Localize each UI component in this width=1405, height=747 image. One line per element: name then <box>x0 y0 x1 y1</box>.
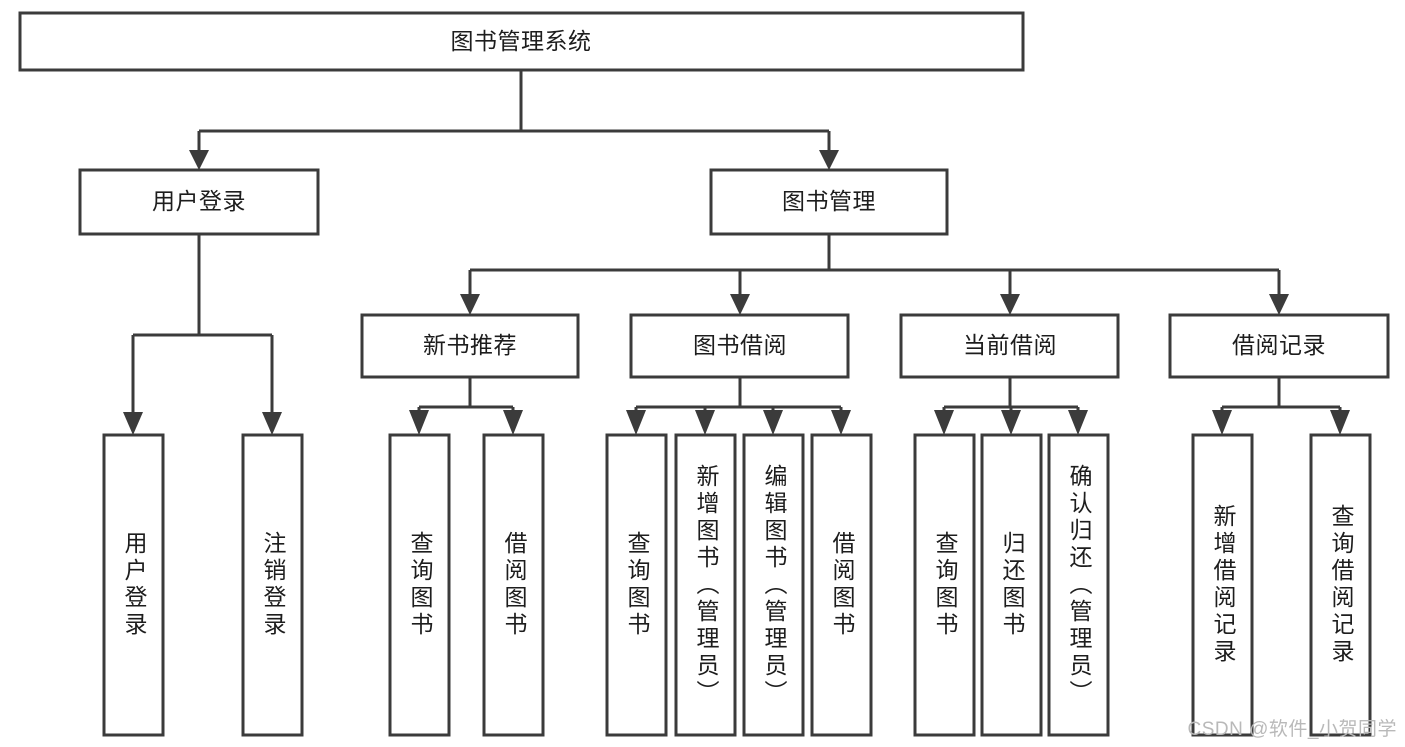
leaf-user-login[interactable]: 用户登录 <box>102 433 165 737</box>
leaf-br-query-record[interactable]: 查询借阅记录 <box>1309 433 1372 737</box>
leaf-cb-return-book[interactable]: 归还图书 <box>980 433 1043 737</box>
leaf-user-login-fo: 用户登录 <box>121 531 147 639</box>
book-management-box[interactable] <box>709 168 949 236</box>
leaf-cb-return-book-fo: 归还图书 <box>999 531 1025 639</box>
leaf-nb-borrow-book[interactable]: 借阅图书 <box>482 433 545 737</box>
leaf-bb-add-book[interactable]: 新增图书（管理员） <box>674 433 737 737</box>
leaf-bb-query-book-label: 查询图书 <box>624 531 650 639</box>
arrowhead-bb-borrow-book <box>831 410 851 435</box>
arrowhead-nb-borrow-book <box>503 410 523 435</box>
leaf-br-add-record-box[interactable] <box>1191 433 1254 737</box>
root-box[interactable] <box>18 11 1025 72</box>
arrowhead-bb-edit-book <box>763 410 783 435</box>
arrowhead-nb-query-book <box>409 410 429 435</box>
leaf-nb-borrow-book-fo: 借阅图书 <box>501 531 527 639</box>
leaf-user-login-box[interactable] <box>102 433 165 737</box>
leaf-bb-edit-book-box[interactable] <box>742 433 805 737</box>
arrowhead-cb-confirm-return <box>1068 410 1088 435</box>
leaf-bb-query-book-box[interactable] <box>605 433 668 737</box>
node-current-borrow[interactable]: 当前借阅 <box>899 313 1120 379</box>
user-login-box[interactable] <box>78 168 320 236</box>
node-book-management[interactable]: 图书管理 <box>709 168 949 236</box>
book-borrow-box[interactable] <box>629 313 850 379</box>
leaf-bb-edit-book-label: 编辑图书（管理员） <box>761 463 787 707</box>
leaf-br-add-record-fo: 新增借阅记录 <box>1210 504 1236 666</box>
user-login-label: 用户登录 <box>152 188 246 214</box>
leaf-logout-label: 注销登录 <box>260 531 286 639</box>
leaf-cb-return-book-label: 归还图书 <box>999 531 1025 639</box>
leaf-cb-query-book-label: 查询图书 <box>932 531 958 639</box>
arrowhead-new-book <box>460 294 480 315</box>
current-borrow-label: 当前借阅 <box>963 332 1057 358</box>
borrow-record-label: 借阅记录 <box>1232 332 1326 358</box>
new-book-recommend-box[interactable] <box>360 313 580 379</box>
node-root-system[interactable]: 图书管理系统 <box>18 11 1025 72</box>
arrowhead-bb-add-book <box>695 410 715 435</box>
arrowhead-book-mgmt <box>819 150 839 170</box>
leaf-cb-confirm-return-fo: 确认归还（管理员） <box>1066 463 1092 707</box>
leaf-bb-borrow-book[interactable]: 借阅图书 <box>810 433 873 737</box>
node-book-borrow[interactable]: 图书借阅 <box>629 313 850 379</box>
leaf-bb-borrow-book-label: 借阅图书 <box>829 531 855 639</box>
leaf-nb-query-book-box[interactable] <box>388 433 451 737</box>
book-borrow-label: 图书借阅 <box>693 332 787 358</box>
node-new-book-recommend[interactable]: 新书推荐 <box>360 313 580 379</box>
leaf-logout-fo: 注销登录 <box>260 531 286 639</box>
leaf-br-add-record-label: 新增借阅记录 <box>1210 504 1236 666</box>
leaf-bb-add-book-fo: 新增图书（管理员） <box>693 463 719 707</box>
arrowhead-bb-query-book <box>626 410 646 435</box>
leaf-cb-return-book-box[interactable] <box>980 433 1043 737</box>
arrowhead-cb-return-book <box>1001 410 1021 435</box>
leaf-cb-query-book-fo: 查询图书 <box>932 531 958 639</box>
leaf-bb-borrow-book-box[interactable] <box>810 433 873 737</box>
leaf-nb-query-book[interactable]: 查询图书 <box>388 433 451 737</box>
leaf-cb-confirm-return-label: 确认归还（管理员） <box>1066 463 1092 707</box>
leaf-cb-query-book-box[interactable] <box>913 433 976 737</box>
leaf-logout[interactable]: 注销登录 <box>241 433 304 737</box>
leaf-bb-edit-book[interactable]: 编辑图书（管理员） <box>742 433 805 737</box>
leaf-bb-add-book-box[interactable] <box>674 433 737 737</box>
arrowhead-br-query-record <box>1330 410 1350 435</box>
node-borrow-record[interactable]: 借阅记录 <box>1168 313 1390 379</box>
new-book-recommend-label: 新书推荐 <box>423 332 517 358</box>
leaf-nb-query-book-fo: 查询图书 <box>407 531 433 639</box>
leaf-bb-add-book-label: 新增图书（管理员） <box>693 463 719 707</box>
leaf-bb-query-book-fo: 查询图书 <box>624 531 650 639</box>
leaf-br-query-record-box[interactable] <box>1309 433 1372 737</box>
leaf-cb-query-book[interactable]: 查询图书 <box>913 433 976 737</box>
leaf-cb-confirm-return-box[interactable] <box>1047 433 1110 737</box>
node-user-login[interactable]: 用户登录 <box>78 168 320 236</box>
leaf-bb-edit-book-fo: 编辑图书（管理员） <box>761 463 787 707</box>
leaf-logout-box[interactable] <box>241 433 304 737</box>
arrowhead-user-login <box>189 150 209 170</box>
leaf-br-query-record-label: 查询借阅记录 <box>1328 504 1354 666</box>
current-borrow-box[interactable] <box>899 313 1120 379</box>
arrowhead-leaf-logout <box>262 412 282 435</box>
leaf-nb-borrow-book-box[interactable] <box>482 433 545 737</box>
book-management-label: 图书管理 <box>782 188 876 214</box>
leaf-cb-confirm-return[interactable]: 确认归还（管理员） <box>1047 433 1110 737</box>
leaf-br-query-record-fo: 查询借阅记录 <box>1328 504 1354 666</box>
leaf-bb-query-book[interactable]: 查询图书 <box>605 433 668 737</box>
leaf-br-add-record[interactable]: 新增借阅记录 <box>1191 433 1254 737</box>
leaf-nb-borrow-book-label: 借阅图书 <box>501 531 527 639</box>
arrowhead-book-borrow <box>730 294 750 315</box>
leaf-nb-query-book-label: 查询图书 <box>407 531 433 639</box>
leaf-user-login-label: 用户登录 <box>121 531 147 639</box>
arrowhead-br-add-record <box>1212 410 1232 435</box>
leaf-bb-borrow-book-fo: 借阅图书 <box>829 531 855 639</box>
arrowhead-leaf-user-login <box>123 412 143 435</box>
arrowhead-cb-query-book <box>934 410 954 435</box>
root-label: 图书管理系统 <box>451 28 592 54</box>
connector-layer <box>123 70 1350 435</box>
arrowhead-borrow-record <box>1269 294 1289 315</box>
arrowhead-current-borrow <box>1000 294 1020 315</box>
borrow-record-box[interactable] <box>1168 313 1390 379</box>
